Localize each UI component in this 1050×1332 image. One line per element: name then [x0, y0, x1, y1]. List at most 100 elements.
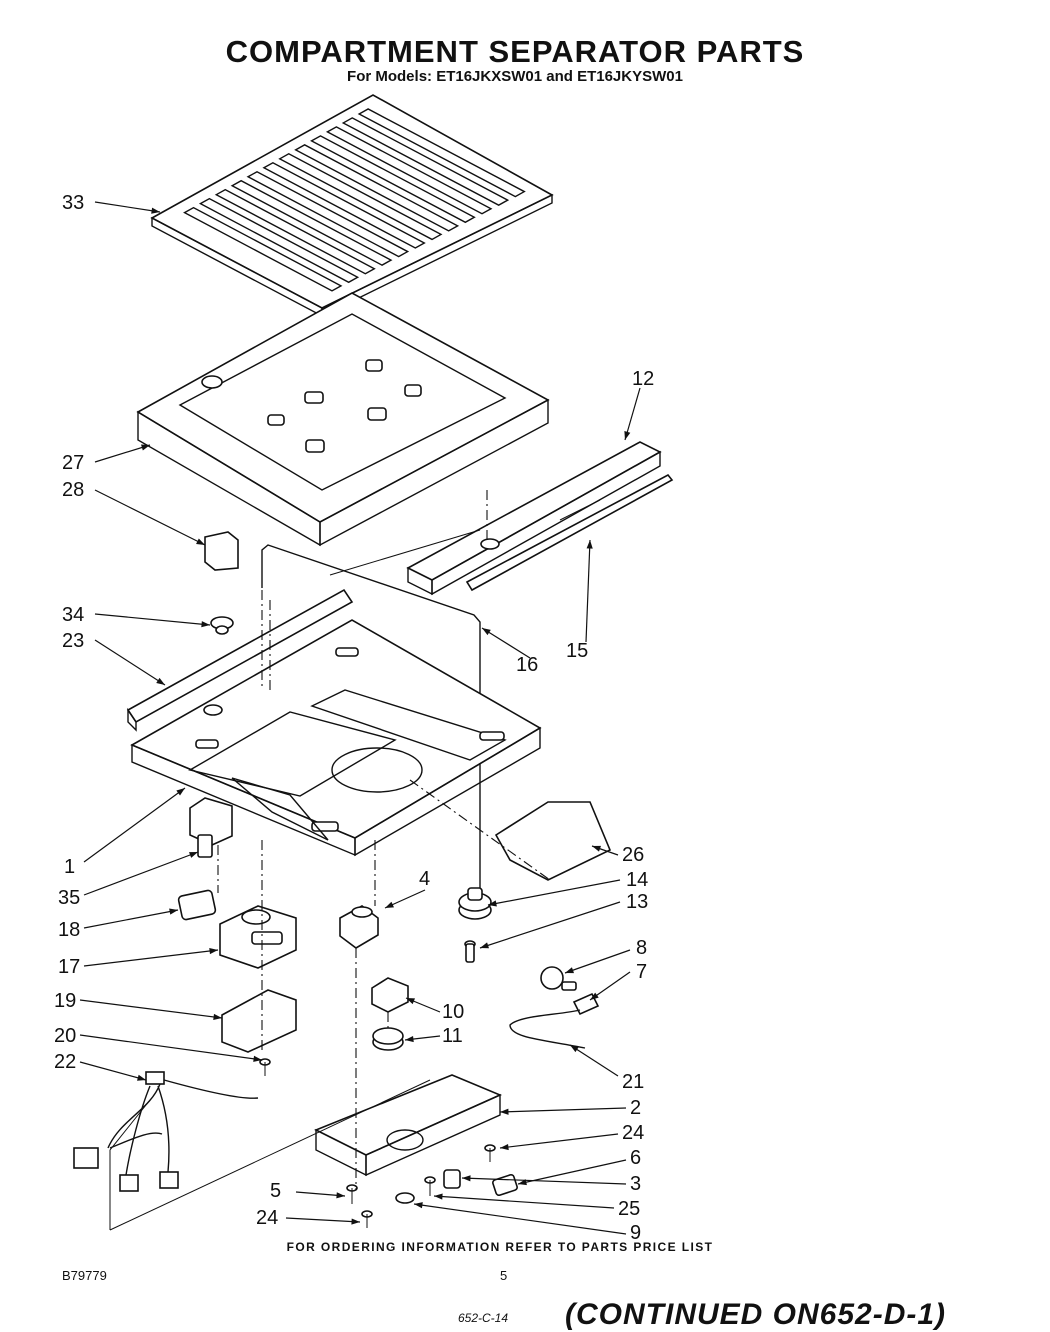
part-5-screw — [346, 1184, 358, 1204]
part-33-cover — [150, 94, 554, 318]
part-20-screw — [259, 1058, 271, 1076]
grille-slat — [357, 108, 526, 198]
grille-slat — [214, 188, 376, 275]
leader-line — [624, 387, 641, 441]
part-27-separator-frame — [136, 292, 550, 547]
leader-arrowhead — [570, 1045, 579, 1053]
leader-arrowhead — [462, 1175, 471, 1182]
grille-slat — [278, 153, 443, 241]
grille-slat — [294, 144, 460, 232]
callout-25: 25 — [618, 1198, 640, 1220]
callout-labels: 33 27 28 12 15 16 34 23 1 26 35 4 14 13 … — [54, 192, 654, 1244]
grille-slat — [198, 197, 360, 284]
callout-24-lower: 24 — [256, 1207, 278, 1229]
leader-arrowhead — [586, 540, 593, 549]
leader-line — [499, 1133, 619, 1149]
part-19-bracket — [221, 989, 297, 1053]
callout-23: 23 — [62, 630, 84, 652]
callout-28: 28 — [62, 479, 84, 501]
grille-slat — [230, 179, 393, 266]
leader-arrowhead — [196, 538, 205, 545]
part-2-base-housing — [314, 1074, 503, 1177]
part-24-screw-upper — [484, 1144, 496, 1162]
handwritten-reference: 652-C-14 — [458, 1311, 509, 1325]
leader-arrowhead — [500, 1143, 509, 1151]
callout-1: 1 — [64, 856, 75, 878]
callout-7: 7 — [636, 961, 647, 983]
leader-arrowhead — [213, 1013, 222, 1020]
continued-note: (CONTINUED ON652-D-1) — [565, 1298, 947, 1331]
model-subtitle: For Models: ET16JKXSW01 and ET16JKYSW01 — [347, 68, 683, 85]
leader-arrowhead — [405, 1035, 414, 1043]
document-number: B79779 — [62, 1268, 107, 1283]
leader-line — [585, 539, 591, 643]
page-title: COMPARTMENT SEPARATOR PARTS — [225, 34, 805, 69]
grille-slat — [325, 126, 493, 215]
leader-arrowhead — [209, 947, 218, 955]
part-28-pad — [204, 531, 239, 571]
callout-5: 5 — [270, 1180, 281, 1202]
leader-line — [94, 639, 166, 686]
part-13-bulb — [464, 940, 476, 963]
callout-13: 13 — [626, 891, 648, 913]
callout-19: 19 — [54, 990, 76, 1012]
callout-35: 35 — [58, 887, 80, 909]
leader-line — [461, 1177, 627, 1185]
leader-arrowhead — [488, 900, 497, 907]
part-10-switch — [371, 977, 409, 1013]
leader-arrowhead — [169, 908, 178, 915]
leader-line — [83, 909, 179, 929]
leader-line — [499, 1107, 627, 1113]
leader-line — [569, 1044, 619, 1077]
part-21-wire-lead — [509, 1009, 586, 1049]
callout-12: 12 — [632, 368, 654, 390]
callout-15: 15 — [566, 640, 588, 662]
leader-line — [83, 851, 199, 896]
part-34-grommet — [210, 616, 234, 635]
callout-8: 8 — [636, 937, 647, 959]
callout-leaders — [79, 201, 641, 1235]
leader-arrowhead — [624, 431, 631, 440]
callout-16: 16 — [516, 654, 538, 676]
grille-slat — [262, 161, 426, 249]
leader-arrowhead — [137, 1074, 146, 1081]
callout-4: 4 — [419, 868, 430, 890]
leader-line — [285, 1217, 361, 1223]
grille-slat — [183, 206, 343, 292]
callout-6: 6 — [630, 1147, 641, 1169]
leader-line — [479, 901, 621, 949]
part-26-insulation — [494, 801, 612, 881]
callout-27: 27 — [62, 452, 84, 474]
part-12-rail — [406, 441, 662, 596]
callout-9: 9 — [630, 1222, 641, 1244]
part-23-front-rail — [126, 588, 354, 732]
leader-line — [94, 444, 151, 463]
leader-arrowhead — [385, 901, 394, 908]
callout-17: 17 — [58, 956, 80, 978]
leader-arrowhead — [482, 628, 491, 636]
leader-arrowhead — [336, 1192, 345, 1199]
leader-line — [94, 201, 161, 213]
leader-arrowhead — [141, 444, 150, 451]
leader-arrowhead — [156, 677, 165, 685]
callout-24-upper: 24 — [622, 1122, 644, 1144]
part-22-wire-harness — [73, 1071, 259, 1192]
leader-line — [564, 949, 631, 974]
leader-arrowhead — [434, 1193, 443, 1200]
grille-slat — [310, 135, 476, 224]
part-25-screw — [424, 1176, 436, 1196]
callout-20: 20 — [54, 1025, 76, 1047]
leader-arrowhead — [151, 207, 160, 214]
leader-arrowhead — [201, 621, 210, 628]
part-8-lamp — [540, 966, 577, 991]
part-16-wire — [261, 544, 481, 900]
part-24-screw-lower — [361, 1210, 373, 1228]
leader-arrowhead — [189, 852, 198, 858]
leader-line — [481, 627, 531, 659]
leader-arrowhead — [500, 1108, 509, 1115]
callout-33: 33 — [62, 192, 84, 214]
leader-line — [517, 1159, 627, 1185]
leader-line — [94, 613, 211, 626]
callout-2: 2 — [630, 1097, 641, 1119]
